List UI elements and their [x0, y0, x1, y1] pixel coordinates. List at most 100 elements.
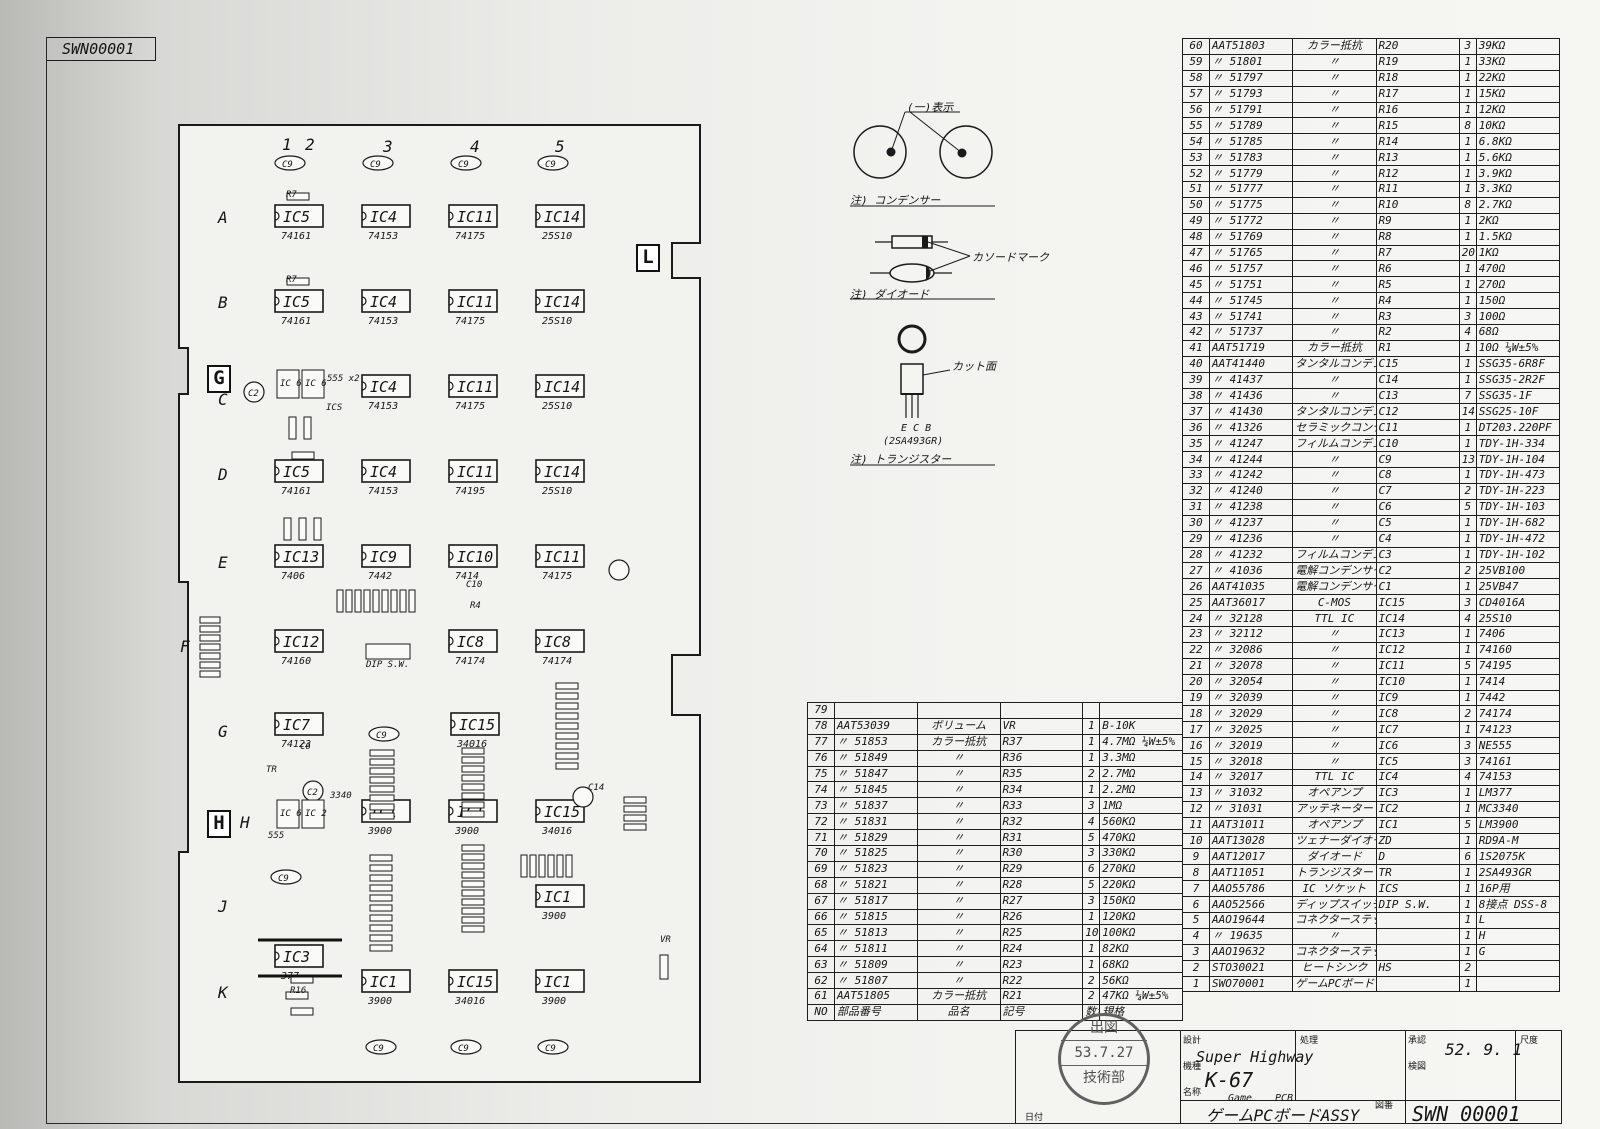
bom-cell-sym: ICS: [1375, 880, 1460, 898]
bom-cell-part: AAO55786: [1208, 880, 1294, 898]
bom-cell-no: 1: [1182, 975, 1210, 993]
drawing-number: SWN00001: [62, 40, 135, 58]
bom-cell-spec: 3.9KΩ: [1475, 165, 1561, 183]
bom-cell-part: 〃 41326: [1208, 419, 1294, 437]
bom-cell-no: 75: [807, 765, 835, 783]
bom-cell-part: SWO70001: [1208, 975, 1294, 993]
bom-cell-sym: VR: [999, 717, 1084, 735]
bom-cell-qty: [1082, 702, 1101, 719]
bom-cell-spec: 10KΩ: [1475, 117, 1561, 135]
bom-cell-part: 〃 32128: [1208, 610, 1294, 627]
bom-cell-part: 〃 51769: [1208, 228, 1294, 246]
bom-cell-qty: 1: [1082, 781, 1101, 799]
title-name: ゲームPCボードASSY: [1206, 1106, 1360, 1125]
bom-cell-name: 〃: [916, 781, 1001, 799]
bom-cell-qty: 1: [1458, 911, 1477, 929]
bom-cell-spec: 120KΩ: [1099, 908, 1183, 926]
bom-cell-spec: 25S10: [1475, 610, 1561, 627]
bom-cell-qty: 2: [1458, 705, 1477, 723]
bom-cell-no: 7: [1182, 880, 1210, 898]
capacitor-label: 注) コンデンサー: [850, 194, 941, 207]
title-handwritten: Super Highway: [1196, 1048, 1314, 1066]
bom-cell-sym: IC15: [1375, 594, 1460, 612]
bom-cell-name: 〃: [1292, 244, 1377, 262]
bom-cell-sym: IC11: [1375, 657, 1460, 675]
title-block: [1015, 1030, 1562, 1124]
title-divider-v3: [1405, 1030, 1406, 1123]
bom-cell-name: コネクターステッカー: [1292, 911, 1377, 929]
column-3: 3: [383, 137, 393, 156]
bom-cell-no: 74: [807, 781, 835, 799]
bom-cell-no: 41: [1182, 339, 1210, 357]
bom-cell-spec: 150KΩ: [1099, 892, 1183, 910]
bom-cell-spec: 3.3KΩ: [1475, 181, 1561, 198]
bom-cell-no: 12: [1182, 800, 1210, 818]
bom-cell-no: NO: [807, 1003, 835, 1021]
bom-cell-qty: 1: [1458, 228, 1477, 246]
bom-cell-no: 32: [1182, 482, 1210, 500]
bom-cell-spec: 10Ω ¼W±5%: [1475, 339, 1561, 357]
bom-cell-qty: 1: [1458, 832, 1477, 850]
bom-cell-name: 〃: [1292, 53, 1377, 71]
bom-cell-qty: 1: [1458, 165, 1477, 183]
bom-cell-name: 〃: [916, 908, 1001, 926]
bom-cell-spec: TDY-1H-102: [1475, 546, 1561, 564]
bom-cell-part: 〃 41232: [1208, 546, 1294, 564]
bom-cell-qty: 1: [1458, 292, 1477, 310]
bom-cell-part: 〃 51829: [834, 829, 918, 847]
bom-cell-name: 〃: [1292, 498, 1377, 516]
bom-cell-name: 〃: [1292, 737, 1377, 755]
bom-cell-no: 53: [1182, 149, 1210, 167]
bom-cell-spec: 74195: [1475, 657, 1561, 675]
bom-cell-part: 〃 31031: [1208, 800, 1294, 818]
diode-label: 注) ダイオード: [850, 288, 930, 301]
bom-cell-sym: R7: [1375, 244, 1460, 262]
bom-cell-spec: 150Ω: [1475, 292, 1561, 310]
bom-cell-name: ダイオード: [1292, 848, 1377, 866]
bom-cell-name: 〃: [1292, 927, 1377, 945]
bom-cell-name: 〃: [916, 797, 1001, 815]
bom-cell-part: 〃 51845: [834, 781, 918, 799]
bom-cell-name: フィルムコンデンサー: [1292, 435, 1377, 453]
bom-cell-spec: 8接点 DSS-8: [1475, 896, 1561, 913]
bom-cell-spec: 47KΩ ¼W±5%: [1099, 988, 1183, 1005]
bom-cell-sym: [1375, 927, 1460, 945]
bom-cell-sym: TR: [1375, 864, 1460, 882]
bom-cell-name: 〃: [1292, 482, 1377, 500]
bom-cell-part: 〃 51777: [1208, 181, 1294, 198]
bom-cell-part: 〃 32054: [1208, 673, 1294, 691]
bom-cell-no: 60: [1182, 38, 1210, 55]
bom-cell-sym: IC3: [1375, 784, 1460, 802]
bom-cell-sym: R5: [1375, 276, 1460, 294]
bom-cell-name: ボリューム: [916, 717, 1001, 735]
bom-cell-name: 〃: [1292, 85, 1377, 103]
bom-cell-spec: 560KΩ: [1099, 813, 1183, 831]
bom-cell-spec: 2SA493GR: [1475, 864, 1561, 882]
bom-cell-qty: 8: [1458, 117, 1477, 135]
bom-cell-sym: R28: [999, 876, 1084, 894]
title-label-process: 処理: [1300, 1036, 1319, 1046]
bom-cell-no: 26: [1182, 578, 1210, 596]
bom-cell-name: 〃: [916, 845, 1001, 862]
bom-cell-spec: 82KΩ: [1099, 940, 1183, 958]
bom-cell-qty: 5: [1082, 829, 1101, 847]
bom-cell-spec: 68KΩ: [1099, 956, 1183, 974]
bom-cell-name: 〃: [1292, 196, 1377, 214]
